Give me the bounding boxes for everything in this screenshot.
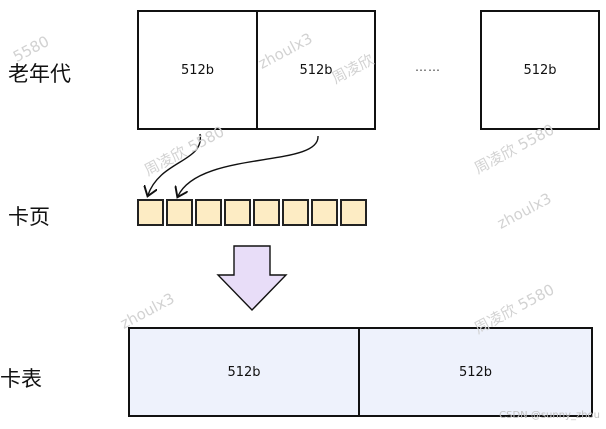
curved-arrow-2 (178, 135, 319, 196)
curved-arrow-1 (148, 133, 201, 195)
old-gen-block-2-text: 512b (299, 62, 333, 78)
card-2 (166, 199, 193, 226)
card-7 (311, 199, 338, 226)
card-table-divider (358, 327, 360, 417)
card-page-label: 卡页 (8, 205, 50, 229)
down-arrow (216, 245, 288, 312)
old-gen-block-3-text: 512b (523, 62, 557, 78)
card-table-label: 卡表 (0, 367, 42, 391)
card-table-cell-2-text: 512b (458, 364, 493, 380)
old-gen-block-3: 512b (480, 10, 600, 130)
old-generation-label: 老年代 (8, 62, 71, 86)
card-1 (137, 199, 164, 226)
old-gen-block-1-text: 512b (180, 62, 215, 78)
card-table-cell-1: 512b (130, 329, 358, 415)
footer-watermark: CSDN @sunny_zhou (499, 410, 600, 421)
card-5 (253, 199, 280, 226)
card-8 (340, 199, 367, 226)
card-4 (224, 199, 251, 226)
card-table-cell-1-text: 512b (227, 364, 261, 380)
ellipsis-text: …… (415, 60, 441, 74)
old-gen-block-2: 512b (256, 10, 376, 130)
card-3 (195, 199, 222, 226)
card-table-cell-2: 512b (360, 329, 591, 415)
card-6 (282, 199, 309, 226)
card-table-box (128, 327, 593, 417)
